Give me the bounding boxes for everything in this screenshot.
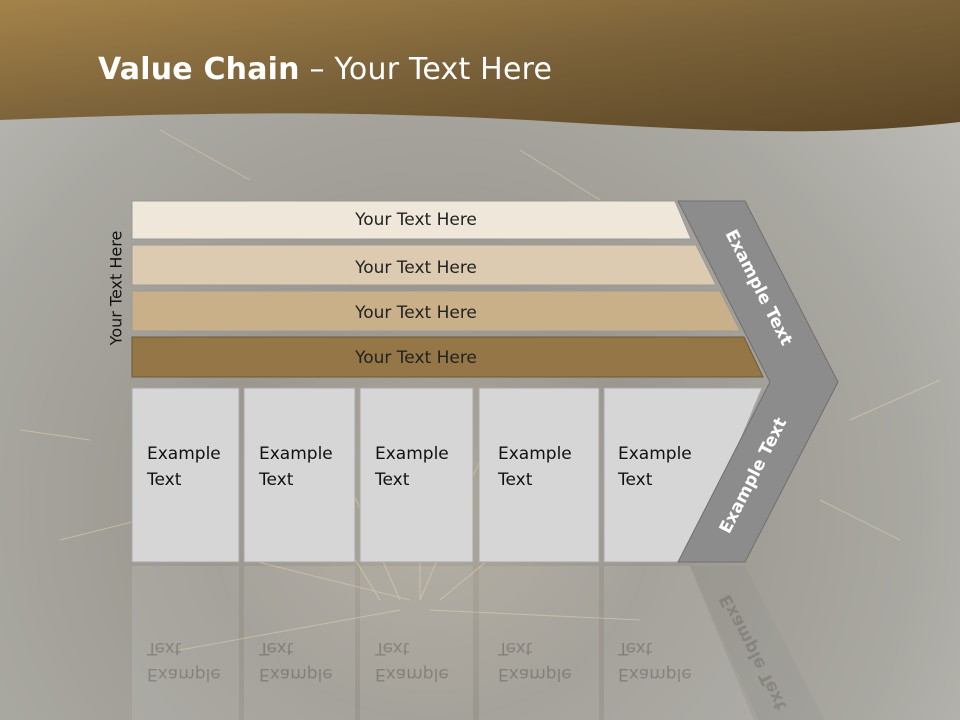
support-row: Your Text Here [131,336,764,378]
primary-box: Example Text [603,387,763,563]
reflection-line1: Example [375,664,449,684]
primary-box-line1: Example [618,444,692,464]
support-activities: Your Text Here Your Text Here Your Text … [131,200,764,378]
primary-box-line1: Example [498,444,572,464]
primary-box: Example Text [131,387,240,563]
support-row: Your Text Here [131,200,692,240]
reflection-line1: Example [498,664,572,684]
reflection-line2: Text [258,638,294,658]
primary-box: Example Text [478,387,600,563]
reflection-line2: Text [146,638,182,658]
reflection-line2: Text [497,638,533,658]
reflection-line2: Text [617,638,653,658]
support-row: Your Text Here [131,244,717,286]
support-band-shape [131,336,764,378]
primary-box-line2: Text [146,470,182,490]
reflection-line1: Example [147,664,221,684]
support-row-label: Your Text Here [354,348,477,368]
primary-activities: Example Text Example Text Example Text E… [131,387,763,563]
support-row-label: Your Text Here [354,303,477,323]
support-row: Your Text Here [131,290,741,332]
primary-box-shape [243,387,356,563]
support-band-shape [131,290,741,332]
slide-title: Value Chain – Your Text Here [98,52,552,87]
primary-box-shape [478,387,600,563]
primary-box-line1: Example [147,444,221,464]
support-band-shape [131,200,692,240]
primary-box-line2: Text [374,470,410,490]
reflection-line1: Example [259,664,333,684]
reflection-line2: Text [374,638,410,658]
support-row-label: Your Text Here [354,258,477,278]
primary-box-shape [359,387,474,563]
margin-chevron: Example Text Example Text [677,200,839,563]
primary-box-line2: Text [617,470,653,490]
title-bold: Value Chain [98,52,300,87]
primary-box: Example Text [359,387,474,563]
primary-box-line1: Example [259,444,333,464]
diagram-reflection: Example Text Example Text Example Text E… [132,566,825,720]
support-row-label: Your Text Here [354,210,477,230]
primary-box-line2: Text [497,470,533,490]
primary-box-shape [131,387,240,563]
reflection-line1: Example [618,664,692,684]
primary-box: Example Text [243,387,356,563]
primary-box-line2: Text [258,470,294,490]
support-band-shape [131,244,717,286]
margin-chevron-shape [677,200,839,563]
title-rest: – Your Text Here [299,52,553,87]
header-banner [0,0,960,132]
primary-box-line1: Example [375,444,449,464]
